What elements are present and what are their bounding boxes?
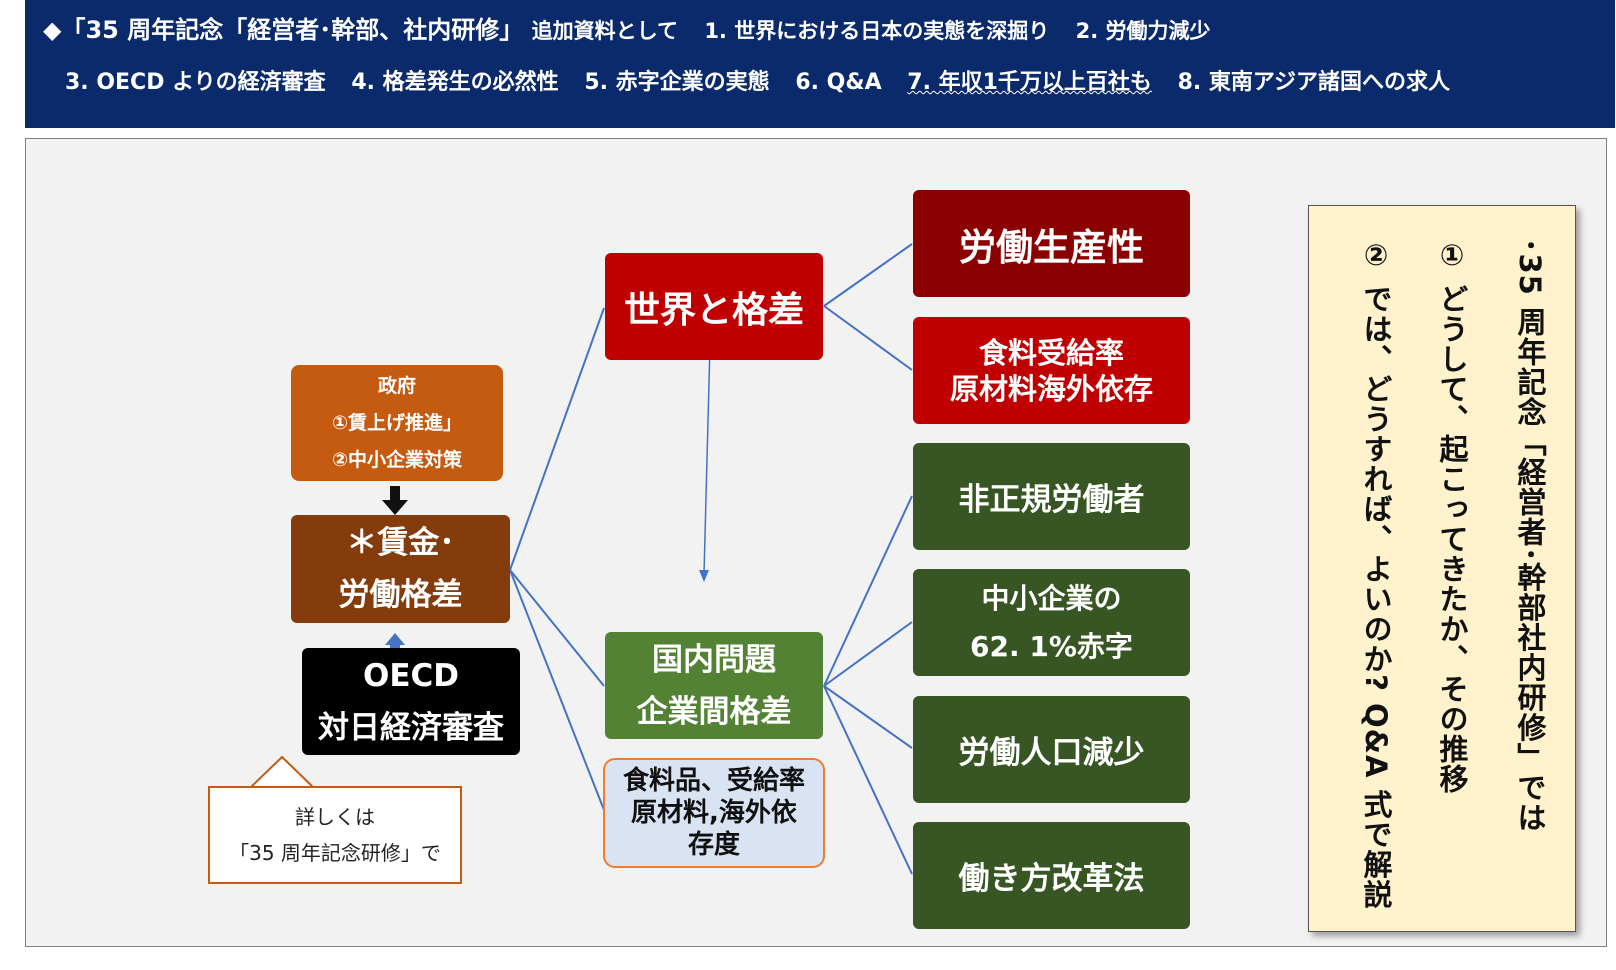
food-note-box: 食料品、受給率 原材料,海外依 存度 — [603, 758, 825, 868]
callout-line-1: 詳しくは — [295, 805, 375, 829]
callout-pointer — [247, 755, 317, 789]
note-column-2: ① どうして、起こってきたか、その推移 — [1435, 238, 1469, 795]
header-item-8: 8. 東南アジア諸国への求人 — [1177, 70, 1451, 95]
world-gap-label: 世界と格差 — [623, 289, 804, 331]
labor-population-label: 労働人口減少 — [958, 735, 1145, 771]
header-item-5: 5. 赤字企業の実態 — [584, 70, 770, 95]
black-arrow-shaft — [390, 486, 400, 502]
connector-wage-food — [509, 569, 605, 811]
connector-domestic-reform — [823, 685, 913, 875]
domestic-issue-line-2: 企業間格差 — [636, 693, 792, 730]
food-self-sufficiency-box: 食料受給率 原材料海外依存 — [913, 317, 1190, 424]
header-item-2: 2. 労働力減少 — [1075, 19, 1211, 43]
connector-domestic-sme — [823, 621, 913, 687]
government-item-1: ①賃上げ推進」 — [331, 411, 463, 434]
sme-deficit-line-2: 62. 1%赤字 — [970, 629, 1133, 663]
sme-deficit-box: 中小企業の 62. 1%赤字 — [913, 569, 1190, 676]
wage-gap-line-2: 労働格差 — [338, 577, 463, 613]
header-item-1: 1. 世界における日本の実態を深掘り — [704, 19, 1050, 43]
note-column-1: ･35 周年記念「経営者･幹部社内研修」では — [1513, 238, 1547, 833]
header-item-3: 3. OECD よりの経済審査 — [65, 70, 326, 95]
header-line-1: ◆「35 周年記念「経営者･幹部、社内研修」 追加資料として 1. 世界における… — [43, 10, 1210, 45]
oecd-line-1: OECD — [362, 657, 459, 694]
food-self-sufficiency-line-2: 原材料海外依存 — [949, 371, 1153, 406]
sme-deficit-line-1: 中小企業の — [981, 581, 1122, 615]
nonregular-workers-label: 非正規労働者 — [958, 482, 1145, 518]
arrow-head-down — [699, 570, 709, 582]
wage-gap-line-1: ＊賃金･ — [346, 525, 455, 561]
callout-line-2: 「35 周年記念研修」で — [229, 841, 441, 865]
training-note-box: ･35 周年記念「経営者･幹部社内研修」では ① どうして、起こってきたか、その… — [1308, 205, 1576, 932]
header-banner: ◆「35 周年記念「経営者･幹部、社内研修」 追加資料として 1. 世界における… — [25, 0, 1615, 128]
work-style-reform-box: 働き方改革法 — [913, 822, 1190, 929]
nonregular-workers-box: 非正規労働者 — [913, 443, 1190, 550]
black-arrow-head — [382, 500, 408, 515]
food-note-line-3: 存度 — [687, 830, 740, 860]
domestic-issue-box: 国内問題 企業間格差 — [605, 632, 823, 739]
connector-wage-domestic — [509, 569, 605, 687]
header-subtitle: 追加資料として — [531, 19, 678, 43]
food-note-line-1: 食料品、受給率 — [622, 766, 805, 796]
header-item-7: 7. 年収1千万以上百社も — [907, 70, 1152, 95]
government-item-2: ②中小企業対策 — [331, 448, 463, 471]
productivity-label: 労働生産性 — [959, 225, 1144, 269]
connector-domestic-nonregular — [823, 495, 913, 687]
government-box: 政府 ①賃上げ推進」 ②中小企業対策 — [291, 365, 503, 481]
blue-up-arrow-icon — [385, 633, 405, 645]
connector-wage-world — [509, 307, 605, 571]
connector-world-productivity — [823, 243, 913, 307]
productivity-box: 労働生産性 — [913, 190, 1190, 297]
note-column-3: ② では、どうすれば、よいのか? Q&A 式で解説 — [1359, 238, 1393, 910]
header-item-6: 6. Q&A — [795, 70, 882, 95]
wage-gap-box: ＊賃金･ 労働格差 — [291, 515, 510, 623]
food-self-sufficiency-line-1: 食料受給率 — [978, 335, 1124, 370]
connector-world-food — [823, 305, 913, 371]
labor-population-box: 労働人口減少 — [913, 696, 1190, 803]
oecd-box: OECD 対日経済審査 — [302, 648, 520, 755]
header-title: ◆「35 周年記念「経営者･幹部、社内研修」 — [43, 16, 524, 44]
work-style-reform-label: 働き方改革法 — [958, 861, 1145, 897]
double-arrow-line — [703, 344, 711, 575]
header-item-4: 4. 格差発生の必然性 — [351, 70, 559, 95]
domestic-issue-line-1: 国内問題 — [652, 641, 776, 678]
food-note-line-2: 原材料,海外依 — [631, 798, 797, 828]
oecd-line-2: 対日経済審査 — [318, 709, 504, 746]
government-label: 政府 — [377, 374, 416, 397]
connector-domestic-population — [823, 685, 913, 749]
header-line-2: 3. OECD よりの経済審査 4. 格差発生の必然性 5. 赤字企業の実態 6… — [65, 64, 1450, 96]
details-callout: 詳しくは 「35 周年記念研修」で — [208, 786, 462, 884]
world-gap-box: 世界と格差 — [605, 253, 823, 360]
